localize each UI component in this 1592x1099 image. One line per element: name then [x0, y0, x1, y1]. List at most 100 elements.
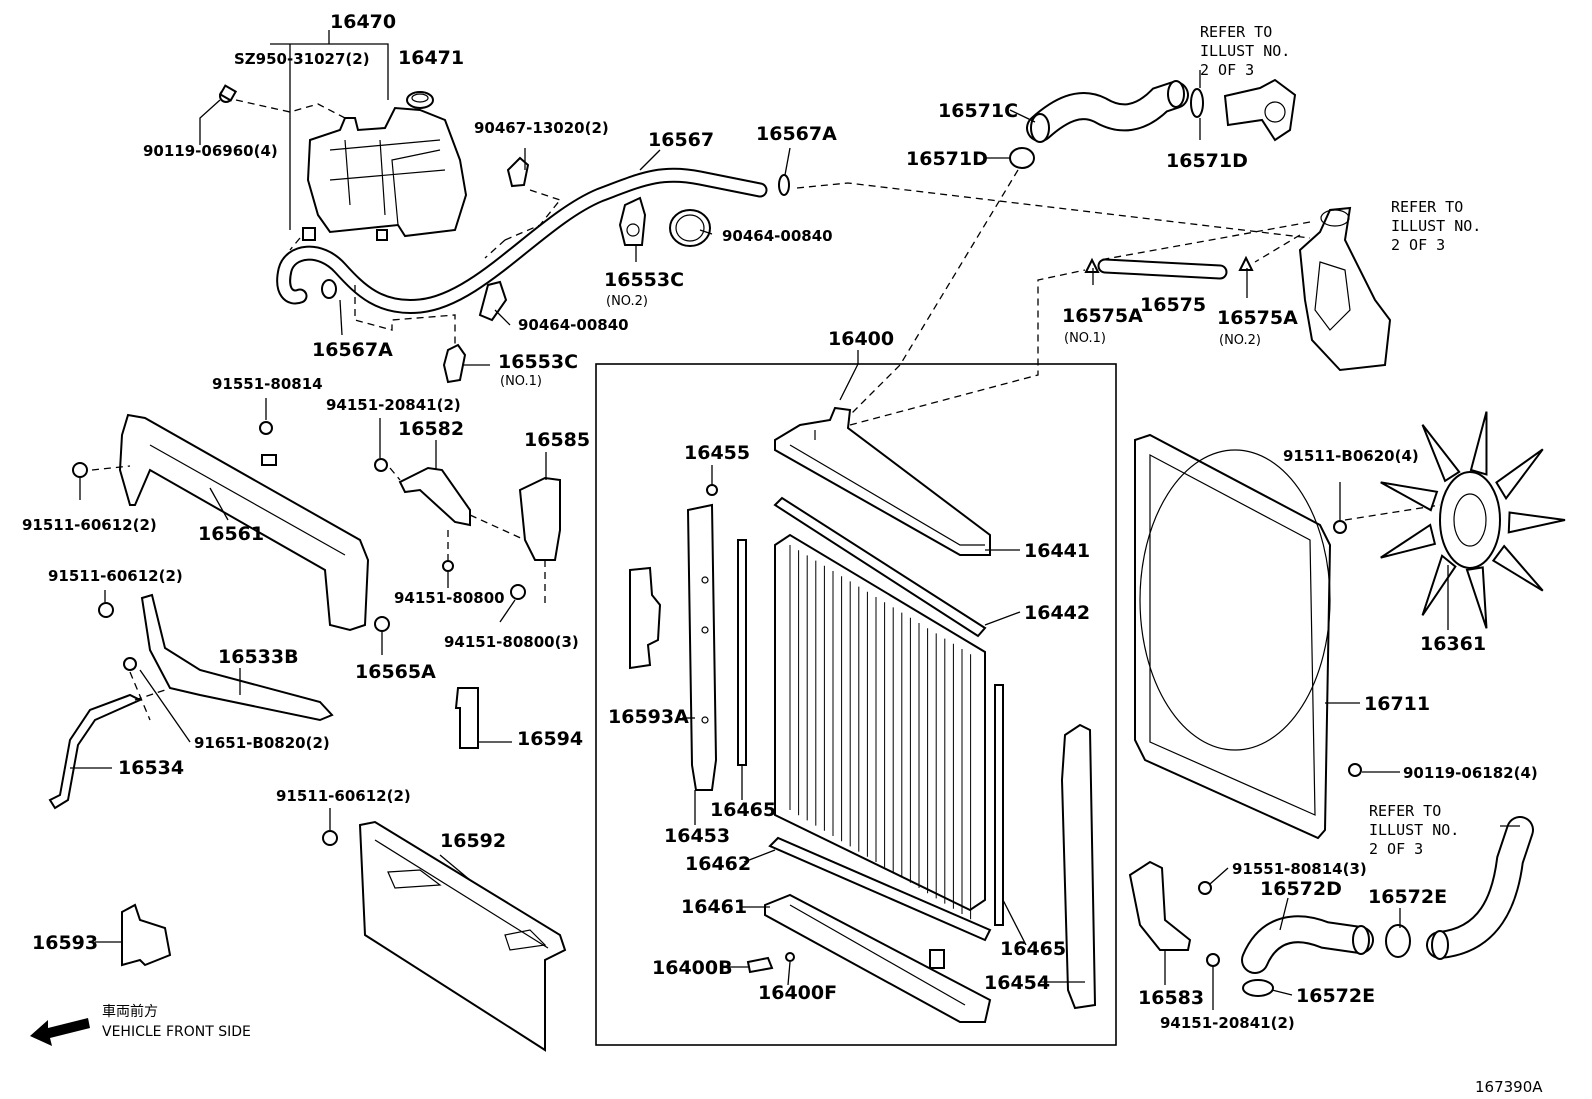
- seal-16465-right[interactable]: [994, 684, 1004, 926]
- svg-text:2 OF 3: 2 OF 3: [1200, 61, 1254, 79]
- label-16465-right: 16465: [1000, 938, 1066, 960]
- label-16567A-left: 16567A: [312, 339, 393, 361]
- bracket-16533B[interactable]: [140, 593, 334, 722]
- dashed-fan-line: [1344, 504, 1441, 521]
- dashed-inlet-lines: [1099, 221, 1311, 263]
- hose-clamp-16571D-a[interactable]: [1009, 147, 1035, 169]
- gasket-16442[interactable]: [773, 496, 987, 638]
- label-90119-06182: 90119-06182(4): [1403, 764, 1538, 782]
- lower-hose-right[interactable]: [1426, 816, 1534, 960]
- label-16561: 16561: [198, 523, 264, 545]
- label-16471: 16471: [398, 47, 464, 69]
- bracket-16582[interactable]: [398, 466, 471, 527]
- lower-tank-16461[interactable]: [764, 893, 992, 1023]
- fan-blade: [1421, 554, 1457, 616]
- label-16453: 16453: [664, 825, 730, 847]
- hose-clamp-16572E-b[interactable]: [1242, 979, 1274, 997]
- bolt-16455[interactable]: [706, 484, 718, 496]
- clamp-90467[interactable]: [506, 156, 530, 188]
- bolt-91651-B0820[interactable]: [123, 657, 137, 671]
- vehicle-front-indicator: 車両前方 VEHICLE FRONT SIDE: [30, 1003, 251, 1046]
- dashed-stay-lines: [129, 671, 166, 721]
- seal-16465-left[interactable]: [737, 539, 747, 766]
- bolt-91551-80814-3[interactable]: [1198, 881, 1212, 895]
- nut-94151-20841[interactable]: [374, 458, 388, 472]
- radiator-hose-16572D[interactable]: [1241, 915, 1374, 974]
- leader-16400: [839, 350, 859, 401]
- water-inlet-housing[interactable]: [1298, 206, 1392, 372]
- label-16454: 16454: [984, 972, 1050, 994]
- bracket-16583[interactable]: [1128, 860, 1192, 951]
- label-91511-B0620: 91511-B0620(4): [1283, 447, 1419, 465]
- bolt-91511-60612-a[interactable]: [72, 462, 88, 478]
- label-16572E-bottom: 16572E: [1296, 985, 1375, 1007]
- label-91511-60612-c: 91511-60612(2): [276, 787, 411, 805]
- label-16585: 16585: [524, 429, 590, 451]
- gasket-16462[interactable]: [768, 836, 992, 942]
- o-ring-16400F[interactable]: [785, 952, 795, 962]
- bracket-16561[interactable]: [118, 413, 370, 632]
- label-16567A-right: 16567A: [756, 123, 837, 145]
- upper-tank-16441[interactable]: [774, 406, 991, 556]
- reservoir-cap[interactable]: [406, 91, 434, 109]
- hose-clip-16567A-right[interactable]: [778, 174, 790, 196]
- label-16470: 16470: [330, 11, 396, 33]
- bolt-91511-60612-b[interactable]: [98, 602, 114, 618]
- label-16592: 16592: [440, 830, 506, 852]
- band-clamp-90464-top[interactable]: [669, 209, 711, 247]
- side-support-16453[interactable]: [686, 503, 718, 791]
- svg-text:REFER TO: REFER TO: [1391, 198, 1463, 216]
- clamp-16553C-no1[interactable]: [442, 343, 467, 384]
- reservoir-hose-16567[interactable]: [276, 167, 768, 314]
- bolt-91511-60612-c[interactable]: [322, 830, 338, 846]
- clamp-16553C-no2[interactable]: [618, 196, 647, 246]
- stay-16534[interactable]: [48, 693, 143, 810]
- radiator-core[interactable]: [774, 533, 986, 920]
- hose-clamp-16571D-b[interactable]: [1190, 88, 1204, 118]
- label-16575A-no2-note: (NO.2): [1219, 333, 1261, 348]
- bypass-hose-16575[interactable]: [1097, 258, 1228, 280]
- label-16575A-no1-note: (NO.1): [1064, 331, 1106, 346]
- fan-blade: [1380, 481, 1439, 512]
- label-16571D-left: 16571D: [906, 148, 988, 170]
- label-SZ950: SZ950-31027(2): [234, 50, 370, 68]
- label-16572E-right: 16572E: [1368, 886, 1447, 908]
- dashed-upper-hose-line: [844, 169, 1019, 421]
- radiator-hose-16571C[interactable]: [1026, 80, 1189, 143]
- bracket-16585[interactable]: [518, 476, 561, 561]
- fan-16361[interactable]: [1380, 411, 1566, 629]
- nut-94151-80800[interactable]: [442, 560, 454, 572]
- nut-91511-B0620[interactable]: [1333, 520, 1347, 534]
- label-94151-20841: 94151-20841(2): [326, 396, 461, 414]
- front-arrow-icon: [30, 1018, 90, 1046]
- clip-16575A-no1[interactable]: [1084, 257, 1100, 273]
- hose-clamp-16572E-a[interactable]: [1385, 924, 1411, 958]
- label-16442: 16442: [1024, 602, 1090, 624]
- nut-94151-80800-3[interactable]: [510, 584, 526, 600]
- clip-16575A-no2[interactable]: [1238, 255, 1254, 271]
- fan-blade: [1495, 448, 1544, 501]
- drain-cock-16400B[interactable]: [746, 956, 774, 974]
- label-16465-left: 16465: [710, 799, 776, 821]
- seal-16594[interactable]: [454, 687, 479, 749]
- water-outlet-top[interactable]: [1223, 78, 1297, 142]
- bolt-90119-06182[interactable]: [1348, 763, 1362, 777]
- fan-shroud-16711[interactable]: [1134, 433, 1332, 840]
- label-16400F: 16400F: [758, 982, 837, 1004]
- baffle-16592[interactable]: [358, 820, 567, 1052]
- refer-note-1: REFER TO ILLUST NO. 2 OF 3: [1200, 23, 1290, 79]
- refer-note-3: REFER TO ILLUST NO. 2 OF 3: [1369, 802, 1459, 858]
- bolt-90119-06960[interactable]: [218, 84, 238, 103]
- clip-16565A[interactable]: [374, 616, 390, 632]
- band-clamp-90464-bottom[interactable]: [478, 280, 508, 322]
- bolt-91551-80814[interactable]: [259, 421, 273, 435]
- side-support-16454[interactable]: [1060, 723, 1097, 1010]
- label-16565A: 16565A: [355, 661, 436, 683]
- nut-94151-20841-2[interactable]: [1206, 953, 1220, 967]
- seal-16593A[interactable]: [629, 566, 662, 670]
- fan-blade: [1380, 523, 1437, 559]
- hose-clip-16567A-left[interactable]: [321, 279, 337, 299]
- reservoir-tank[interactable]: [302, 106, 468, 241]
- fan-blade: [1507, 511, 1566, 534]
- bracket-16593[interactable]: [121, 903, 172, 967]
